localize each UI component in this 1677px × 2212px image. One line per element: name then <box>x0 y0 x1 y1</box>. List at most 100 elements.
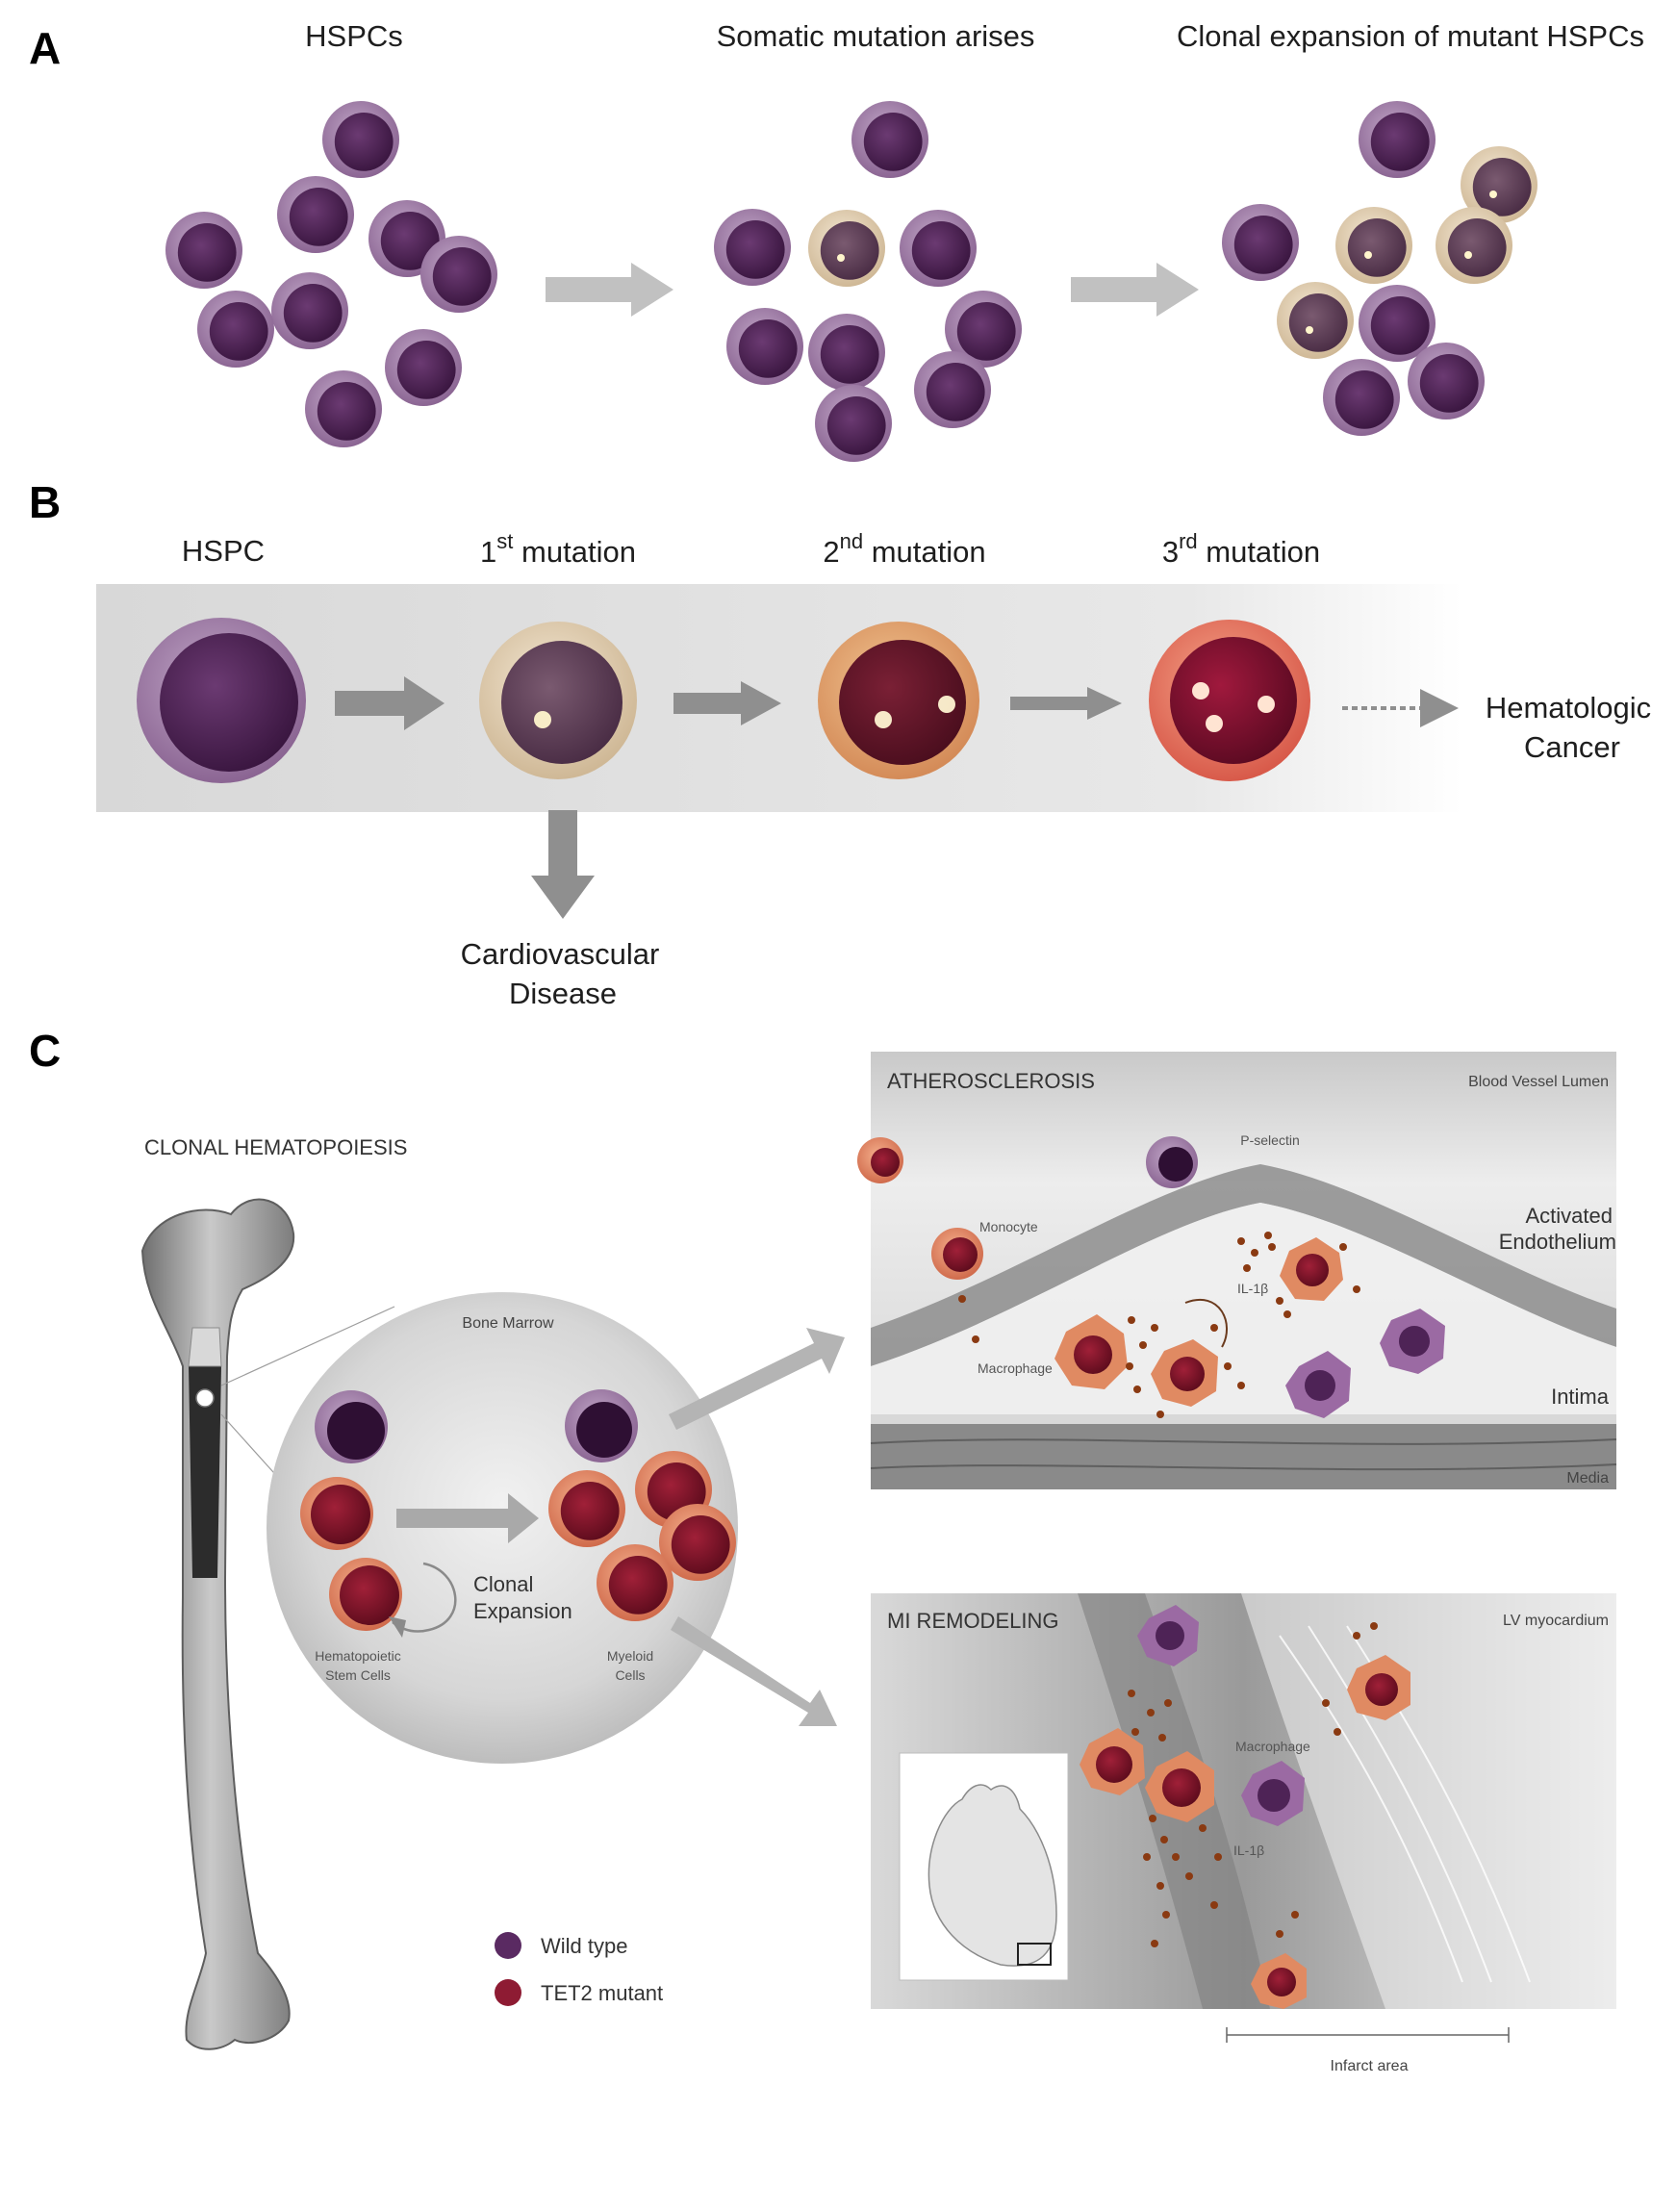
athero-title: ATHEROSCLEROSIS <box>887 1069 1095 1093</box>
femur-bone <box>140 1198 295 2050</box>
label-cardiovascular: Cardiovascular <box>461 937 660 971</box>
label-clonal: Clonal <box>473 1572 533 1596</box>
mi-il1b-dot-1 <box>1128 1690 1135 1697</box>
legend-wild-type: Wild type <box>541 1934 627 1958</box>
stem-cell-tet2-mutant <box>300 1477 373 1550</box>
mi-il1b-dot-16 <box>1210 1901 1218 1909</box>
hspc-cell-9 <box>1408 343 1485 420</box>
label-cancer: Cancer <box>1524 730 1620 764</box>
myeloid-tet2-cells <box>548 1451 736 1621</box>
hspc-cell-2 <box>714 209 791 286</box>
myeloid-tet2-cell-1 <box>548 1470 625 1547</box>
mi-il1b-label: IL-1β <box>1233 1843 1264 1858</box>
mi-il1b-dot-3 <box>1164 1699 1172 1707</box>
heart-inset <box>899 1752 1069 1981</box>
mi-macrophage-label: Macrophage <box>1235 1739 1310 1754</box>
mi-il1b-dot-20 <box>1370 1622 1378 1630</box>
il1b-dot-16 <box>958 1295 966 1303</box>
infarct-area-scale: Infarct area <box>1226 2027 1510 2074</box>
athero-monocyte-label: Monocyte <box>979 1219 1038 1234</box>
athero-macrophage-1 <box>1280 1237 1343 1301</box>
mi-title: MI REMODELING <box>887 1609 1058 1633</box>
hspc-cell-8 <box>1323 359 1400 436</box>
mi-tet2-macrophage-1 <box>1080 1728 1145 1795</box>
zoom-line-top <box>220 1306 395 1386</box>
athero-wild-type-monocyte <box>1146 1136 1198 1188</box>
athero-media-label: Media <box>1566 1470 1609 1487</box>
hspc-cell-5 <box>420 236 497 313</box>
cvd-down-arrow <box>531 810 595 919</box>
athero-lumen-label: Blood Vessel Lumen <box>1468 1074 1609 1090</box>
il1b-dot-14 <box>1133 1386 1141 1393</box>
il1b-dot-8 <box>1139 1341 1147 1349</box>
hspc-cell-5 <box>945 291 1022 368</box>
il1b-dot-18 <box>1339 1243 1347 1251</box>
mi-il1b-dot-14 <box>1162 1911 1170 1919</box>
athero-macrophage-2 <box>1054 1314 1128 1389</box>
il1b-dot-13 <box>1237 1382 1245 1389</box>
athero-lumen-monocyte <box>857 1137 903 1183</box>
hspc-cluster-wild-type <box>165 101 497 447</box>
label-stem-cells: Stem Cells <box>325 1667 391 1683</box>
legend-tet2-swatch <box>495 1979 521 2006</box>
hspc-cell-2 <box>165 212 242 289</box>
loop-arrowhead <box>389 1616 406 1638</box>
stem-cell-wild-type <box>315 1390 388 1463</box>
hspc-cell-7 <box>1359 285 1436 362</box>
panel-a-arrow-1 <box>546 263 673 317</box>
athero-p-selectin-label: P-selectin <box>1240 1132 1299 1148</box>
il1b-dot-6 <box>1283 1310 1291 1318</box>
hspc-cell-6 <box>271 272 348 349</box>
mi-remodeling-panel: MI REMODELING LV myocardium Macrophage I… <box>871 1593 1616 2009</box>
il1b-dot-15 <box>1156 1411 1164 1418</box>
athero-wt-macrophage-1 <box>1285 1351 1351 1418</box>
third-mutation-cell <box>1149 620 1310 781</box>
label-clonal-expansion: Clonal expansion of mutant HSPCs <box>1177 19 1644 53</box>
label-expansion: Expansion <box>473 1599 572 1623</box>
il1b-dot-9 <box>1126 1362 1133 1370</box>
hspc-cell-9 <box>815 385 892 462</box>
athero-curved-arrow <box>1184 1298 1228 1348</box>
mi-il1b-dot-21 <box>1276 1930 1283 1938</box>
mi-il1b-dot-2 <box>1147 1709 1155 1716</box>
label-clonal-hematopoiesis: CLONAL HEMATOPOIESIS <box>144 1135 407 1159</box>
mutant-hspc-cell-4 <box>1335 207 1412 284</box>
mi-wt-macrophage-top <box>1137 1605 1199 1666</box>
il1b-dot-19 <box>1353 1285 1360 1293</box>
hspc-cell-8 <box>385 329 462 406</box>
panel-b-arrow-2 <box>673 681 781 725</box>
label-hspcs: HSPCs <box>305 19 403 53</box>
panel-a-letter: A <box>29 23 61 73</box>
hspc-cell-7 <box>197 291 274 368</box>
il1b-dot-4 <box>1243 1264 1251 1272</box>
legend-tet2-mutant: TET2 mutant <box>541 1981 663 2005</box>
mi-tet2-macrophage-2 <box>1145 1751 1214 1822</box>
mi-il1b-dot-9 <box>1143 1853 1151 1861</box>
hspc-cluster-expanded-mutant <box>1222 101 1537 436</box>
athero-activated-label: Activated <box>1526 1204 1613 1228</box>
il1b-dot-2 <box>1251 1249 1258 1257</box>
mi-il1b-dot-8 <box>1172 1853 1180 1861</box>
panel-b: B HSPC 1st mutation 2nd mutation 3rd mut… <box>29 477 1651 1010</box>
mi-il1b-dot-6 <box>1149 1815 1156 1822</box>
label-hematologic: Hematologic <box>1486 691 1651 725</box>
panel-b-letter: B <box>29 477 61 527</box>
myeloid-tet2-cell-4 <box>597 1544 673 1621</box>
panel-c-letter: C <box>29 1026 61 1076</box>
mutant-hspc-cell-2 <box>1461 146 1537 223</box>
il1b-particles <box>958 1232 1360 1418</box>
mi-il1b-dot-10 <box>1199 1824 1207 1832</box>
label-3rd-mutation: 3rd mutation <box>1162 529 1320 569</box>
mi-tet2-macrophage-bottom <box>1251 1953 1307 2009</box>
il1b-dot-1 <box>1237 1237 1245 1245</box>
mutant-hspc-cell-6 <box>1277 282 1354 359</box>
marrow-arrow <box>396 1493 539 1543</box>
athero-intima-label: Intima <box>1551 1385 1610 1409</box>
label-hematopoietic: Hematopoietic <box>315 1648 401 1664</box>
legend-wild-type-swatch <box>495 1932 521 1959</box>
hspc-cell-9 <box>305 370 382 447</box>
il1b-dot-12 <box>1224 1362 1232 1370</box>
panel-a: A HSPCs Somatic mutation arises Clonal e… <box>29 19 1644 462</box>
athero-wt-macrophage-2 <box>1380 1309 1445 1374</box>
